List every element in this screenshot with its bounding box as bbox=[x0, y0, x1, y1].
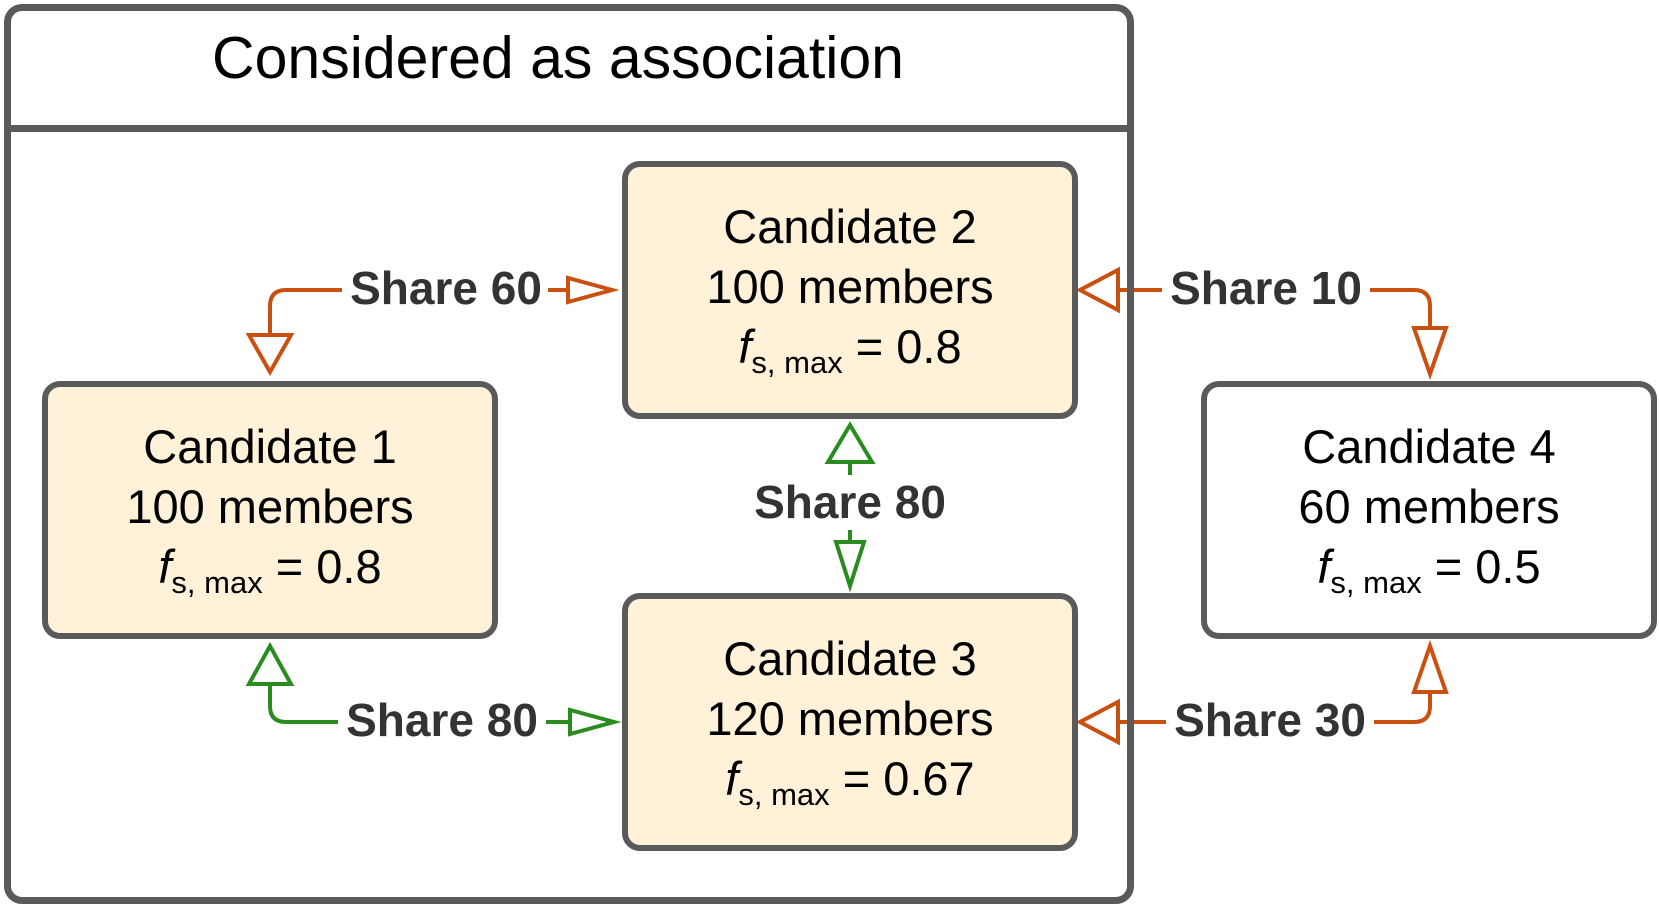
association-divider bbox=[11, 125, 1127, 132]
candidate-3-fs-max: fs, max = 0.67 bbox=[725, 749, 974, 815]
candidate-1-node: Candidate 1 100 members fs, max = 0.8 bbox=[42, 381, 498, 639]
candidate-2-node: Candidate 2 100 members fs, max = 0.8 bbox=[622, 161, 1078, 419]
candidate-1-name: Candidate 1 bbox=[143, 420, 397, 473]
candidate-2-name: Candidate 2 bbox=[723, 200, 977, 253]
share-label-3-4: Share 30 bbox=[1172, 693, 1368, 747]
candidate-2-fs-max: fs, max = 0.8 bbox=[738, 317, 961, 383]
edge-share-60-arrow-1 bbox=[245, 333, 295, 377]
candidate-3-node: Candidate 3 120 members fs, max = 0.67 bbox=[622, 593, 1078, 851]
candidate-4-members: 60 members bbox=[1298, 480, 1560, 533]
edge-share-10-line-2 bbox=[1370, 288, 1432, 328]
candidate-4-fs-symbol: f bbox=[1317, 540, 1331, 593]
association-title: Considered as association bbox=[211, 25, 904, 91]
candidate-4-fs-subscript: s, max bbox=[1330, 565, 1422, 600]
candidate-1-fs-max: fs, max = 0.8 bbox=[158, 537, 381, 603]
candidate-4-fs-value: = 0.5 bbox=[1434, 540, 1541, 593]
edge-share-80-horizontal-arrow-1 bbox=[245, 641, 295, 686]
candidate-4-name: Candidate 4 bbox=[1302, 420, 1556, 473]
edge-share-80-vertical-arrow-1 bbox=[824, 421, 876, 464]
edge-share-10-arrow-1 bbox=[1075, 266, 1120, 314]
edge-share-80-horizontal bbox=[268, 680, 338, 724]
edge-share-30-arrow-2 bbox=[1411, 639, 1449, 694]
candidate-3-fs-value: = 0.67 bbox=[842, 752, 975, 805]
association-container bbox=[4, 4, 1134, 904]
edge-share-80-vertical-arrow-2 bbox=[833, 540, 867, 593]
edge-share-30-arrow-1 bbox=[1075, 698, 1120, 746]
share-label-2-3: Share 80 bbox=[752, 475, 948, 529]
candidate-3-name: Candidate 3 bbox=[723, 632, 977, 685]
candidate-2-members: 100 members bbox=[706, 260, 994, 313]
edge-share-30-line-2 bbox=[1374, 692, 1432, 724]
candidate-1-members: 100 members bbox=[126, 480, 414, 533]
candidate-3-fs-symbol: f bbox=[725, 752, 739, 805]
candidate-2-fs-value: = 0.8 bbox=[855, 320, 962, 373]
candidate-3-members: 120 members bbox=[706, 692, 994, 745]
edge-share-10-arrow-2 bbox=[1411, 326, 1449, 381]
share-label-1-2: Share 60 bbox=[348, 261, 544, 315]
candidate-2-fs-subscript: s, max bbox=[751, 345, 843, 380]
edge-share-60-arrow-2 bbox=[566, 275, 620, 305]
edge-share-60 bbox=[268, 288, 342, 335]
candidate-2-fs-symbol: f bbox=[738, 320, 752, 373]
share-label-1-3: Share 80 bbox=[344, 693, 540, 747]
edge-share-80-horizontal-arrow-2 bbox=[568, 707, 622, 737]
candidate-4-fs-max: fs, max = 0.5 bbox=[1317, 537, 1540, 603]
share-label-2-4: Share 10 bbox=[1168, 261, 1364, 315]
candidate-1-fs-symbol: f bbox=[158, 540, 172, 593]
candidate-3-fs-subscript: s, max bbox=[738, 777, 830, 812]
candidate-4-node: Candidate 4 60 members fs, max = 0.5 bbox=[1201, 381, 1657, 639]
candidate-1-fs-subscript: s, max bbox=[171, 565, 263, 600]
candidate-1-fs-value: = 0.8 bbox=[275, 540, 382, 593]
